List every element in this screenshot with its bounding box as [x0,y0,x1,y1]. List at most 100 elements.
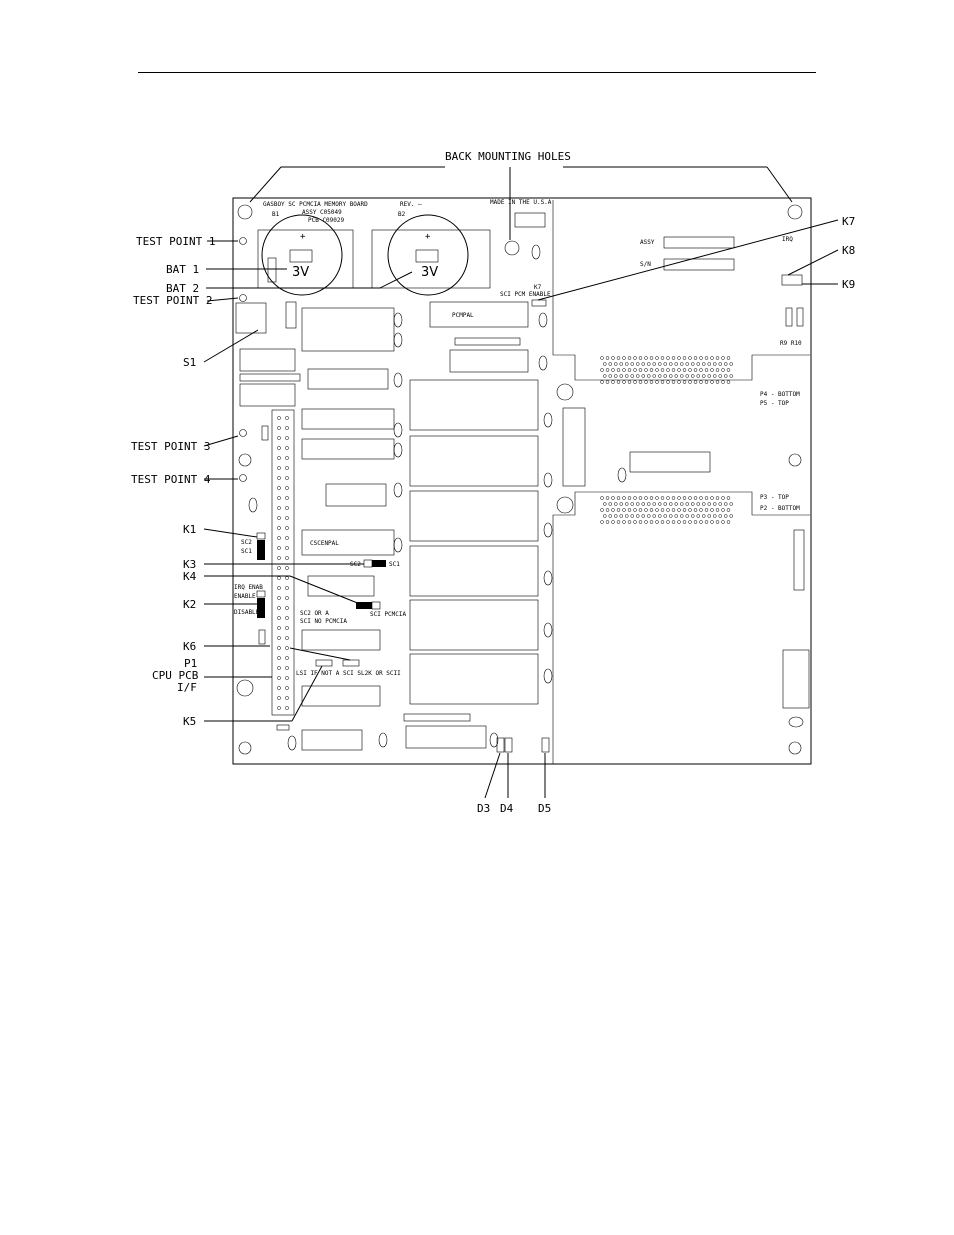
connector-pin [605,496,610,500]
mounting-hole [788,453,802,467]
connector-pin [721,356,725,360]
jumper-k1 [257,540,265,560]
connector-pin [277,596,281,600]
connector-pin [726,496,731,500]
connector-pin [619,374,623,378]
connector-pin [638,380,643,384]
connector-pin [715,520,720,524]
connector-pin [616,356,621,360]
connector-pin [682,508,687,512]
connector-pin [625,374,629,378]
capacitor [393,372,403,388]
connector-pin [696,514,700,518]
connector-pin [277,516,281,520]
connector-pin [699,368,703,372]
connector-p4-p5-dots [600,356,733,384]
connector-pin [285,496,289,500]
connector-pin [277,546,281,550]
made-in-usa: MADE IN THE U.S.A [490,199,552,206]
jumper-k3 [372,560,386,567]
connector-pin [611,380,615,384]
memory-chip [409,653,539,705]
svg-text:+: + [425,232,431,242]
connector-pin [277,576,281,580]
connector-pin [688,380,692,384]
connector-pin [660,508,665,512]
connector-pin [677,368,681,372]
connector-pin [682,380,687,384]
capacitor [393,422,403,438]
k7-board-label: K7 [534,284,542,291]
callout-d3: D3 [477,802,490,815]
connector-pin [605,520,610,524]
connector-pin [721,380,725,384]
callout-k6: K6 [183,640,196,653]
connector-pin [627,356,632,360]
cscenpal-label: CSCENPAL [310,540,339,547]
connector-pin [285,446,289,450]
connector-pin [638,368,643,372]
connector-pin [674,362,678,366]
connector-pin [702,514,706,518]
jumper-k8-k9 [781,274,803,286]
connector-pin [616,368,621,372]
chip-u9 [307,575,375,597]
connector-pin [277,466,281,470]
connector-pin [285,586,289,590]
connector-pin [649,496,654,500]
board-rev: REV. — [400,201,422,208]
connector-pin [285,576,289,580]
capacitor [378,732,388,748]
connector-pin [685,374,689,378]
svg-text:+: + [300,232,306,242]
connector-pin [277,656,281,660]
connector-pin [715,496,720,500]
connector-pin [693,368,698,372]
connector-pin [677,508,681,512]
connector-pin [285,646,289,650]
connector-pin [614,514,618,518]
connector-pin [721,508,725,512]
connector-pin [277,526,281,530]
connector-pin [277,456,281,460]
chip-u11 [301,629,381,651]
connector-pin [724,514,728,518]
callout-k4: K4 [183,570,197,583]
connector-pin [277,626,281,630]
connector-pin [699,496,703,500]
connector-pin [677,380,681,384]
k3-sc1: SC1 [389,561,400,568]
connector-pin [625,502,629,506]
connector-pin [691,362,695,366]
connector-pin [644,508,648,512]
callout-p1-line1: P1 [184,657,197,670]
connector-pin [658,502,662,506]
connector-pin [671,496,676,500]
connector-pin [616,520,621,524]
connector-pin [724,362,728,366]
board-pcb-no: PCB C09029 [308,217,345,224]
connector-pin [608,502,612,506]
connector-pin [608,362,612,366]
connector-pin [285,666,289,670]
connector-pin [710,380,714,384]
connector-pin [636,362,640,366]
connector-p1 [271,409,295,716]
connector-pin [285,476,289,480]
chip-u3 [239,383,296,407]
callout-k8: K8 [842,244,855,257]
connector-pin [285,546,289,550]
resistor-r11 [793,529,805,591]
mounting-hole [238,741,252,755]
connector-pin [614,502,618,506]
callout-k9: K9 [842,278,855,291]
connector-pin [285,616,289,620]
connector-pin [630,362,634,366]
capacitor [788,716,804,728]
connector-pin [691,374,695,378]
connector-pin [671,380,676,384]
r9-r10-label: R9 R10 [780,340,802,347]
battery-holder-2 [371,229,491,289]
connector-pin [669,362,673,366]
